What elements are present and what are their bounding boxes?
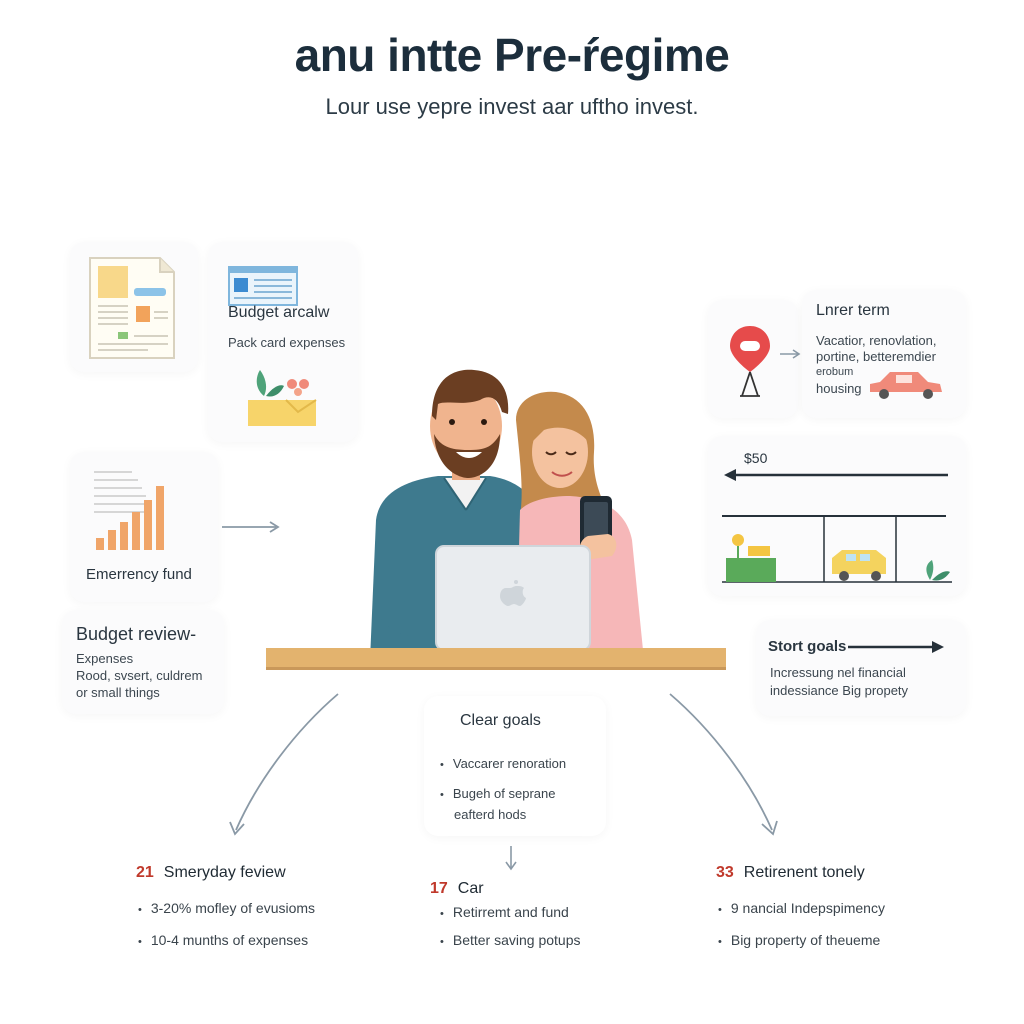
savings-timeline-icon — [722, 515, 952, 583]
arrow-right-icon — [222, 521, 280, 533]
longer-term-line-4: housing — [816, 381, 862, 396]
map-pin-icon — [730, 326, 801, 397]
left-column-item-2: 10-4 munths of expenses — [138, 932, 308, 948]
clear-goals-card: Clear goals Vaccarer renoration Bugeh of… — [424, 696, 606, 836]
timeline-amount: $50 — [744, 450, 768, 466]
page-title: anu intte Pre-ŕegime — [294, 29, 730, 81]
right-column-item-2: Big property of theueme — [718, 932, 880, 948]
right-column-number: 33 — [716, 864, 734, 881]
middle-column-title: 17 Car — [430, 880, 484, 898]
short-goals-line-1: Incressung nel financial — [770, 665, 906, 680]
arrow-down-icon — [505, 846, 517, 871]
map-pin-card — [708, 300, 801, 418]
budget-card-title: Budget arcalw — [228, 304, 330, 321]
budget-card: Budget arcalw Pack card expenses — [208, 242, 358, 442]
document-icon — [89, 257, 175, 359]
woman-face — [532, 416, 588, 488]
emergency-fund-label: Emerrency fund — [86, 566, 192, 583]
curved-arrow-left-icon — [229, 693, 339, 836]
budget-review-line-2: Rood, svsert, culdrem — [76, 668, 203, 683]
right-column-title-text: Retirenent tonely — [743, 864, 865, 881]
longer-term-line-3: erobum — [816, 366, 854, 378]
emergency-fund-card: Emerrency fund — [70, 452, 218, 602]
right-column-title: 33 Retirenent tonely — [716, 864, 865, 882]
middle-column-item-1: Retirremt and fund — [440, 904, 569, 920]
clear-goals-title: Clear goals — [460, 712, 541, 729]
longer-term-line-1: Vacatior, renovlation, — [816, 333, 937, 348]
right-column-item-1: 9 nancial Indepspimency — [718, 900, 885, 916]
left-column-title: 21 Smeryday feview — [136, 864, 286, 882]
clear-goals-item-2: Bugeh of seprane — [440, 786, 556, 801]
left-column-number: 21 — [136, 864, 154, 881]
browser-window-icon — [228, 266, 298, 306]
left-column-title-text: Smeryday feview — [163, 864, 286, 881]
couple-illustration — [370, 369, 644, 660]
budget-review-line-3: or small things — [76, 685, 160, 700]
clear-goals-item-3: eafterd hods — [454, 807, 527, 822]
short-goals-line-2: indessiance Big propety — [770, 683, 909, 698]
document-card — [70, 242, 198, 372]
budget-review-card: Budget review- Expenses Rood, svsert, cu… — [62, 610, 224, 714]
bar-chart-icon — [94, 471, 164, 550]
longer-term-title: Lnrer term — [816, 302, 890, 319]
middle-column-number: 17 — [430, 880, 448, 897]
plant-basket-icon — [248, 370, 317, 426]
short-goals-title: Stort goals — [768, 638, 847, 655]
budget-card-text: Pack card expenses — [228, 335, 346, 350]
short-goals-card: Stort goals Incressung nel financial ind… — [756, 620, 966, 716]
desk — [266, 648, 726, 670]
budget-review-title: Budget review- — [76, 624, 197, 644]
page-subtitle: Lour use yepre invest aar uftho invest. — [325, 94, 699, 119]
timeline-card: $50 — [708, 436, 966, 596]
middle-column-title-text: Car — [457, 880, 484, 897]
short-goals-arrow-icon — [848, 641, 944, 653]
curved-arrow-right-icon — [669, 693, 778, 836]
car-icon — [870, 372, 942, 399]
clear-goals-item-1: Vaccarer renoration — [440, 756, 566, 771]
budget-review-line-1: Expenses — [76, 651, 134, 666]
timeline-arrow-icon — [724, 469, 948, 481]
longer-term-line-2: portine, betteremdier — [816, 349, 936, 364]
longer-term-card: Lnrer term Vacatior, renovlation, portin… — [802, 290, 966, 418]
left-column-item-1: 3-20% mofley of evusioms — [138, 900, 315, 916]
middle-column-item-2: Better saving potups — [440, 932, 581, 948]
